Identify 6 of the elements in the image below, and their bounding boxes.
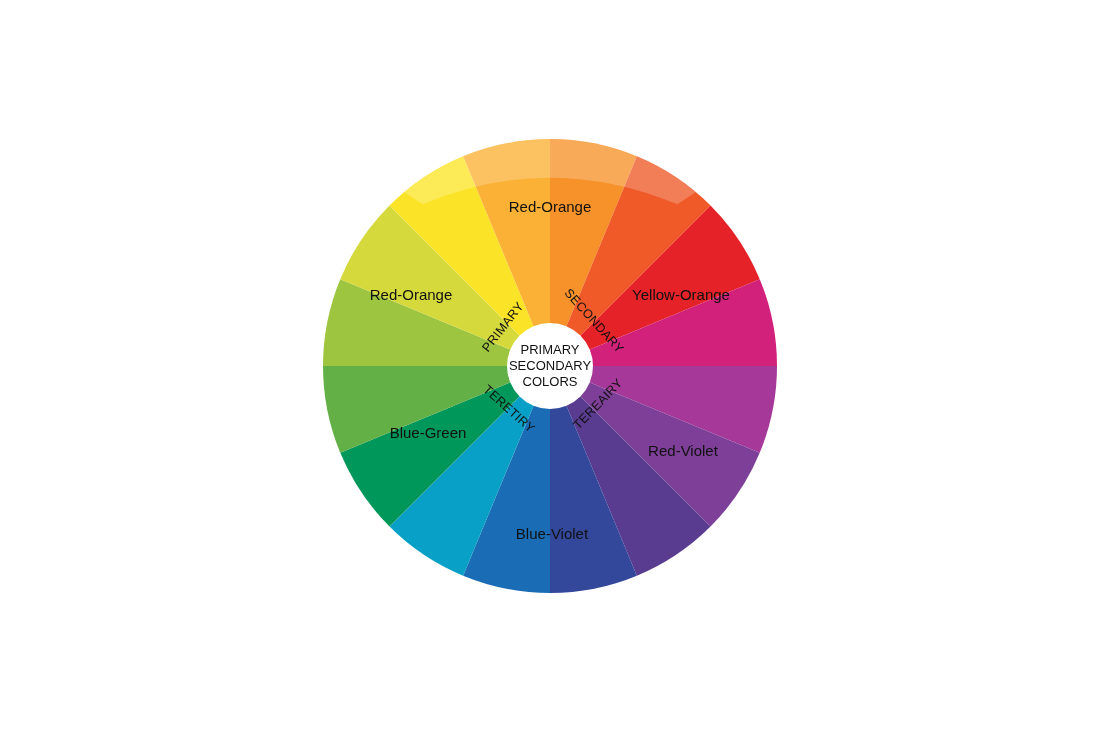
segment-label: Blue-Green	[389, 423, 467, 441]
segment-label: Red-Orange	[508, 197, 592, 215]
segment-label: Red-Violet	[648, 441, 718, 459]
segment-label: Red-Orange	[369, 285, 453, 303]
segment-label: Yellow-Orange	[632, 285, 730, 303]
segment-label: Blue-Violet	[515, 524, 589, 542]
